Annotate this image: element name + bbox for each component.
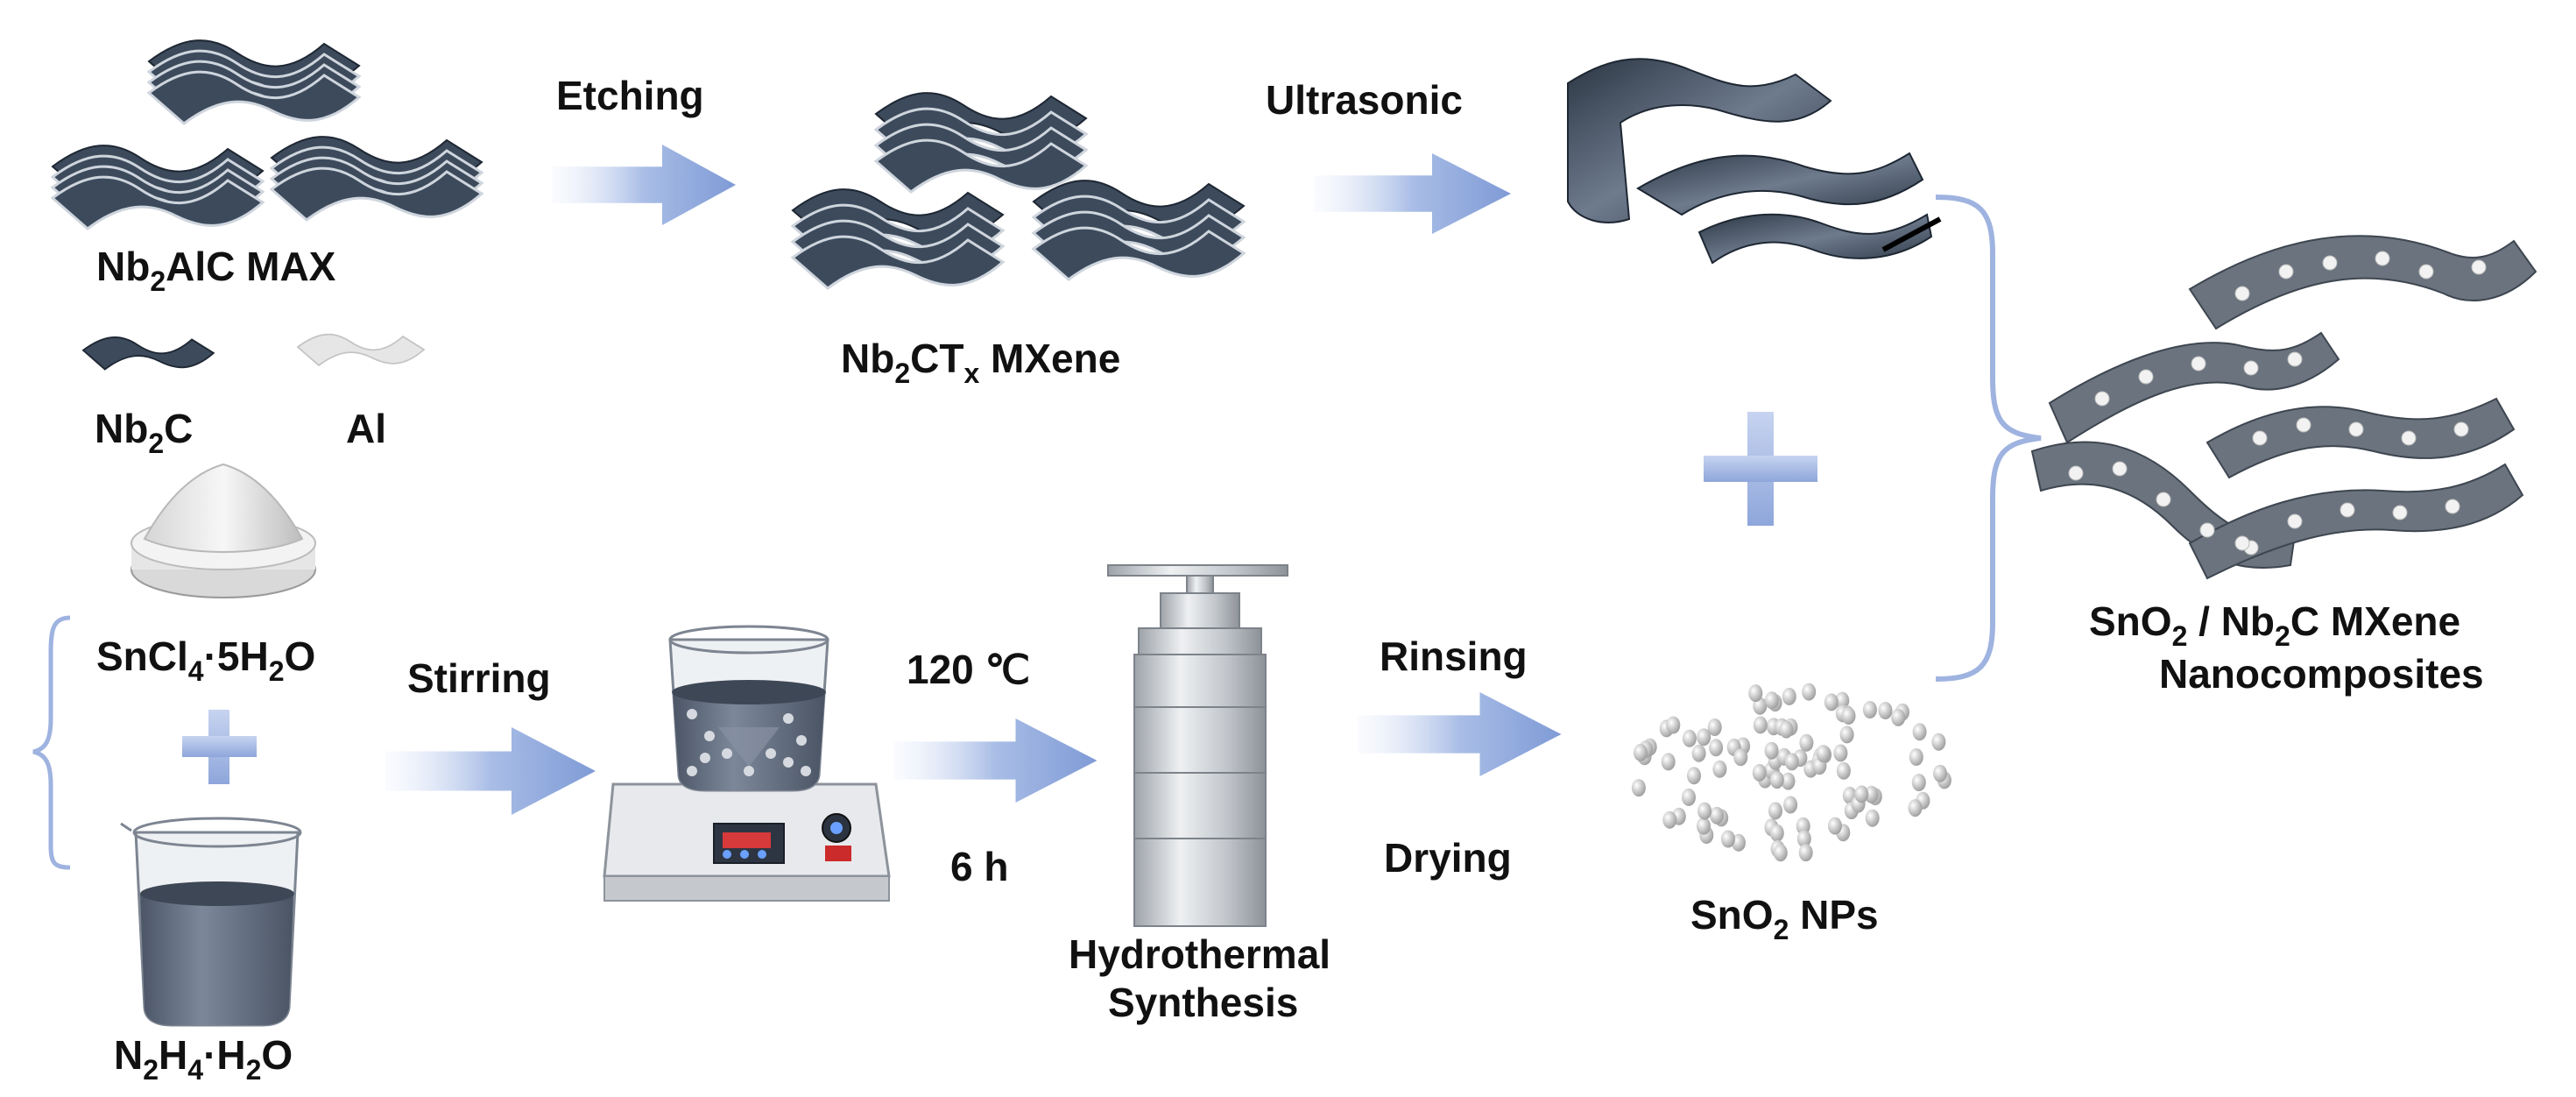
nanoparticle xyxy=(1662,810,1677,829)
nanoparticle xyxy=(1909,748,1923,766)
nb2ctx-mxene-stacks-icon xyxy=(791,92,1246,290)
label-al: Al xyxy=(346,406,386,451)
nanoparticle xyxy=(1841,707,1856,725)
nanoparticle xyxy=(1753,716,1768,734)
merge-bracket xyxy=(1935,195,2042,682)
nanoparticle xyxy=(1631,779,1646,797)
nanoparticle xyxy=(1707,718,1722,736)
nanoparticle xyxy=(1911,774,1926,791)
nanoparticle xyxy=(1784,753,1799,771)
label-synthesis: Synthesis xyxy=(1108,980,1298,1025)
nanoparticle xyxy=(1908,799,1923,817)
nanoparticle xyxy=(1697,728,1711,747)
hydrothermal-arrow xyxy=(893,718,1097,803)
nanoparticle xyxy=(1828,817,1842,835)
nanoparticle xyxy=(1891,708,1906,726)
autoclave-icon xyxy=(1107,564,1288,927)
nanoparticle xyxy=(1764,741,1779,760)
stirring-arrow xyxy=(385,727,596,815)
nanoparticle xyxy=(1779,720,1794,739)
nanoparticle xyxy=(1839,725,1854,744)
nanoparticle xyxy=(1773,844,1788,862)
nanoparticle xyxy=(1799,733,1814,752)
nanoparticle xyxy=(1862,701,1877,718)
nanoparticle xyxy=(1931,733,1946,751)
nanoparticle xyxy=(1854,785,1869,803)
nanoparticle xyxy=(1912,723,1927,741)
nanoparticle xyxy=(1833,744,1848,762)
sno2-nanoparticles-icon xyxy=(1631,683,1951,862)
sncl4-powder-mound-icon xyxy=(131,463,316,598)
label-nb2c: Nb2C xyxy=(95,406,193,459)
nanoparticle xyxy=(1796,830,1811,848)
nanoparticle xyxy=(1782,687,1796,705)
label-temperature: 120 ℃ xyxy=(907,647,1030,692)
nanoparticle xyxy=(1748,684,1763,703)
nanoparticle xyxy=(1796,817,1810,835)
label-n2h4: N2H4·H2O xyxy=(114,1032,293,1086)
label-nb2alc-max: Nb2AlC MAX xyxy=(96,244,336,297)
nanoparticle xyxy=(1835,691,1850,710)
nanoparticle xyxy=(1687,767,1701,785)
nanoparticle xyxy=(1733,748,1748,767)
reagent-brace xyxy=(32,615,71,870)
nanoparticle xyxy=(1764,691,1779,710)
nb2alc-max-stacks-icon xyxy=(51,39,483,230)
nanoparticle xyxy=(1691,744,1706,762)
nanoparticle xyxy=(1666,716,1681,734)
label-ultrasonic: Ultrasonic xyxy=(1266,77,1463,123)
label-drying: Drying xyxy=(1384,835,1512,881)
nanoparticle xyxy=(1783,796,1798,814)
nanoparticle xyxy=(1682,788,1696,806)
nanoparticle xyxy=(1682,729,1697,747)
sno2-nb2c-nanocomposite-icon xyxy=(2030,235,2537,580)
label-rinsing: Rinsing xyxy=(1380,633,1528,679)
nanoparticle xyxy=(1712,760,1727,778)
nanoparticle xyxy=(1661,753,1676,771)
nanoparticle xyxy=(1824,693,1838,711)
nanoparticle xyxy=(1816,745,1831,763)
nanoparticle xyxy=(1933,764,1947,782)
nanoparticle xyxy=(1864,785,1879,803)
nanoparticle xyxy=(1709,739,1724,757)
nanoparticle xyxy=(1634,743,1648,761)
nanoparticle xyxy=(1710,806,1724,825)
nanoparticle xyxy=(1836,761,1851,780)
label-sno2-nps: SnO2 NPs xyxy=(1690,892,1879,945)
n2h4-beaker-icon xyxy=(120,817,302,1027)
label-nb2ctx-mxene: Nb2CTx MXene xyxy=(841,336,1120,389)
label-hydrothermal: Hydrothermal xyxy=(1069,931,1330,977)
plus-icon-right xyxy=(1704,412,1817,526)
label-etching: Etching xyxy=(556,73,704,118)
nanoparticle xyxy=(1697,817,1711,835)
label-stirring: Stirring xyxy=(407,655,551,701)
nanoparticle xyxy=(1798,844,1813,862)
nanoparticle xyxy=(1768,802,1782,820)
plus-icon-left xyxy=(182,710,257,784)
label-composite-line1: SnO2 / Nb2C MXene xyxy=(2089,598,2460,652)
delaminated-mxene-sheets-icon xyxy=(1567,58,1942,265)
ultrasonic-arrow xyxy=(1314,153,1511,234)
nanoparticle xyxy=(1769,771,1784,789)
al-legend-icon xyxy=(297,333,425,366)
nanoparticle xyxy=(1732,833,1746,852)
nanoparticle xyxy=(1865,809,1880,827)
label-composite-line2: Nanocomposites xyxy=(2159,651,2484,697)
label-sncl4: SnCl4·5H2O xyxy=(96,633,315,687)
nanoparticle xyxy=(1752,763,1767,782)
magnetic-stirrer-icon xyxy=(603,625,891,902)
nanoparticle xyxy=(1721,830,1735,848)
nanoparticle xyxy=(1802,683,1817,701)
nanoparticle xyxy=(1878,702,1893,719)
nanoparticle xyxy=(1697,802,1712,820)
rinsing-arrow xyxy=(1358,692,1562,776)
nanoparticle xyxy=(1769,824,1784,842)
label-time: 6 h xyxy=(950,844,1008,889)
etching-arrow xyxy=(552,145,736,225)
nb2c-legend-icon xyxy=(82,336,215,371)
nanoparticle xyxy=(1781,772,1796,790)
